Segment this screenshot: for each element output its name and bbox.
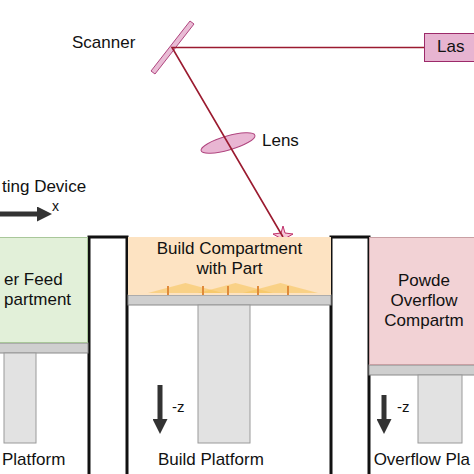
support-pin (167, 286, 169, 295)
axis-label: -z (397, 398, 410, 415)
piston (198, 305, 250, 443)
feed-compartment: er Feed partment (0, 237, 88, 343)
wall (89, 237, 127, 474)
wall (331, 237, 369, 474)
platform-label: Build Platform (158, 450, 264, 470)
support-pin (257, 286, 259, 295)
overflow-compartment: Powde Overflow Compartm (369, 237, 474, 365)
build-compartment: Build Compartment with Part (128, 237, 331, 295)
box-text: Powde Overflow Compartm (374, 271, 474, 331)
recoater-label: ting Device (2, 177, 86, 197)
platform-plate (128, 295, 331, 305)
platform-label: Overflow Pla (374, 450, 470, 470)
laser-beam (172, 48, 424, 238)
support-pin (202, 286, 204, 295)
box-text: Las (437, 37, 474, 57)
axis-label: -z (172, 398, 185, 415)
platform-plate (0, 343, 88, 353)
platform-label: Platform (2, 450, 65, 470)
piston (4, 353, 36, 443)
motion-arrow (158, 385, 163, 422)
support-pin (287, 286, 289, 295)
scanner-label: Scanner (72, 33, 135, 53)
box-text: er Feed partment (4, 270, 84, 310)
axis-label: x (52, 198, 59, 214)
part-shape (243, 283, 318, 293)
motion-arrow (382, 395, 387, 422)
motion-arrow (0, 212, 40, 217)
support-pin (227, 286, 229, 295)
platform-plate (369, 365, 474, 375)
laser-box: Las (424, 33, 474, 62)
box-text: Build Compartment with Part (149, 239, 310, 279)
piston (418, 375, 462, 443)
lens-label: Lens (262, 131, 299, 151)
